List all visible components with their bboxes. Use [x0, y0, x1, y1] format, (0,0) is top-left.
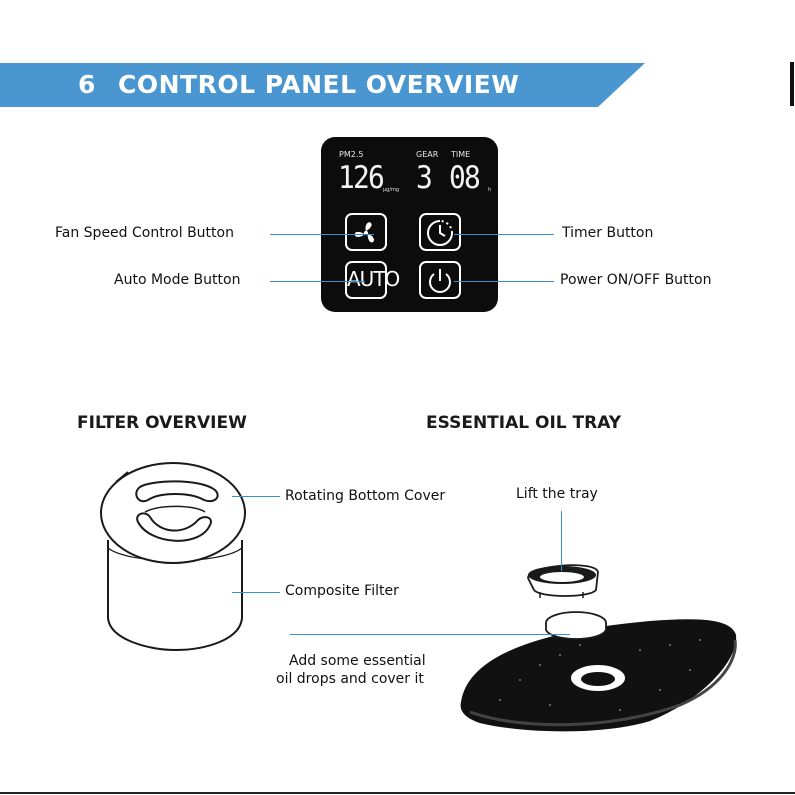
- auto-button-text: AUTO: [347, 267, 385, 291]
- rotating-cover-label: Rotating Bottom Cover: [285, 488, 445, 504]
- fan-speed-button[interactable]: [345, 213, 387, 251]
- timer-icon: [421, 215, 461, 251]
- section-title: CONTROL PANEL OVERVIEW: [118, 70, 519, 99]
- timer-button[interactable]: [419, 213, 461, 251]
- rotating-cover-callout-line: [232, 496, 280, 497]
- section-number: 6: [78, 70, 96, 99]
- power-button[interactable]: [419, 261, 461, 299]
- section-banner: 6 CONTROL PANEL OVERVIEW: [0, 63, 645, 107]
- pm-unit: μg/mg: [383, 187, 399, 193]
- time-unit: h: [488, 187, 491, 193]
- add-oil-callout-line: [290, 634, 570, 635]
- pm-value-display: 126: [338, 163, 383, 194]
- oil-tray-heading: ESSENTIAL OIL TRAY: [426, 413, 621, 433]
- pm-label: PM2.5: [339, 150, 363, 159]
- gear-label: GEAR: [416, 150, 438, 159]
- auto-mode-callout: Auto Mode Button: [114, 272, 240, 288]
- lift-tray-label: Lift the tray: [516, 486, 598, 502]
- auto-mode-button[interactable]: AUTO: [345, 261, 387, 299]
- lift-tray-callout-line: [561, 511, 562, 571]
- time-value-display: 08: [449, 163, 479, 194]
- control-panel: PM2.5 GEAR TIME 126 μg/mg 3 08 h AUTO: [321, 137, 498, 312]
- composite-filter-callout-line: [232, 592, 280, 593]
- auto-callout-line: [270, 281, 365, 282]
- fan-icon: [347, 215, 387, 251]
- gear-value-display: 3: [416, 163, 431, 194]
- add-oil-label-line2: oil drops and cover it: [276, 671, 424, 687]
- power-callout: Power ON/OFF Button: [560, 272, 711, 288]
- fan-callout-line: [270, 234, 374, 235]
- filter-overview-heading: FILTER OVERVIEW: [77, 413, 247, 433]
- power-callout-line: [454, 281, 554, 282]
- timer-callout-line: [454, 234, 554, 235]
- time-label: TIME: [451, 150, 470, 159]
- page-edge-marker: [790, 62, 794, 106]
- timer-callout: Timer Button: [562, 225, 653, 241]
- fan-speed-callout: Fan Speed Control Button: [55, 225, 234, 241]
- add-oil-label-line1: Add some essential: [289, 653, 426, 669]
- composite-filter-label: Composite Filter: [285, 583, 399, 599]
- bottom-rule: [0, 792, 795, 794]
